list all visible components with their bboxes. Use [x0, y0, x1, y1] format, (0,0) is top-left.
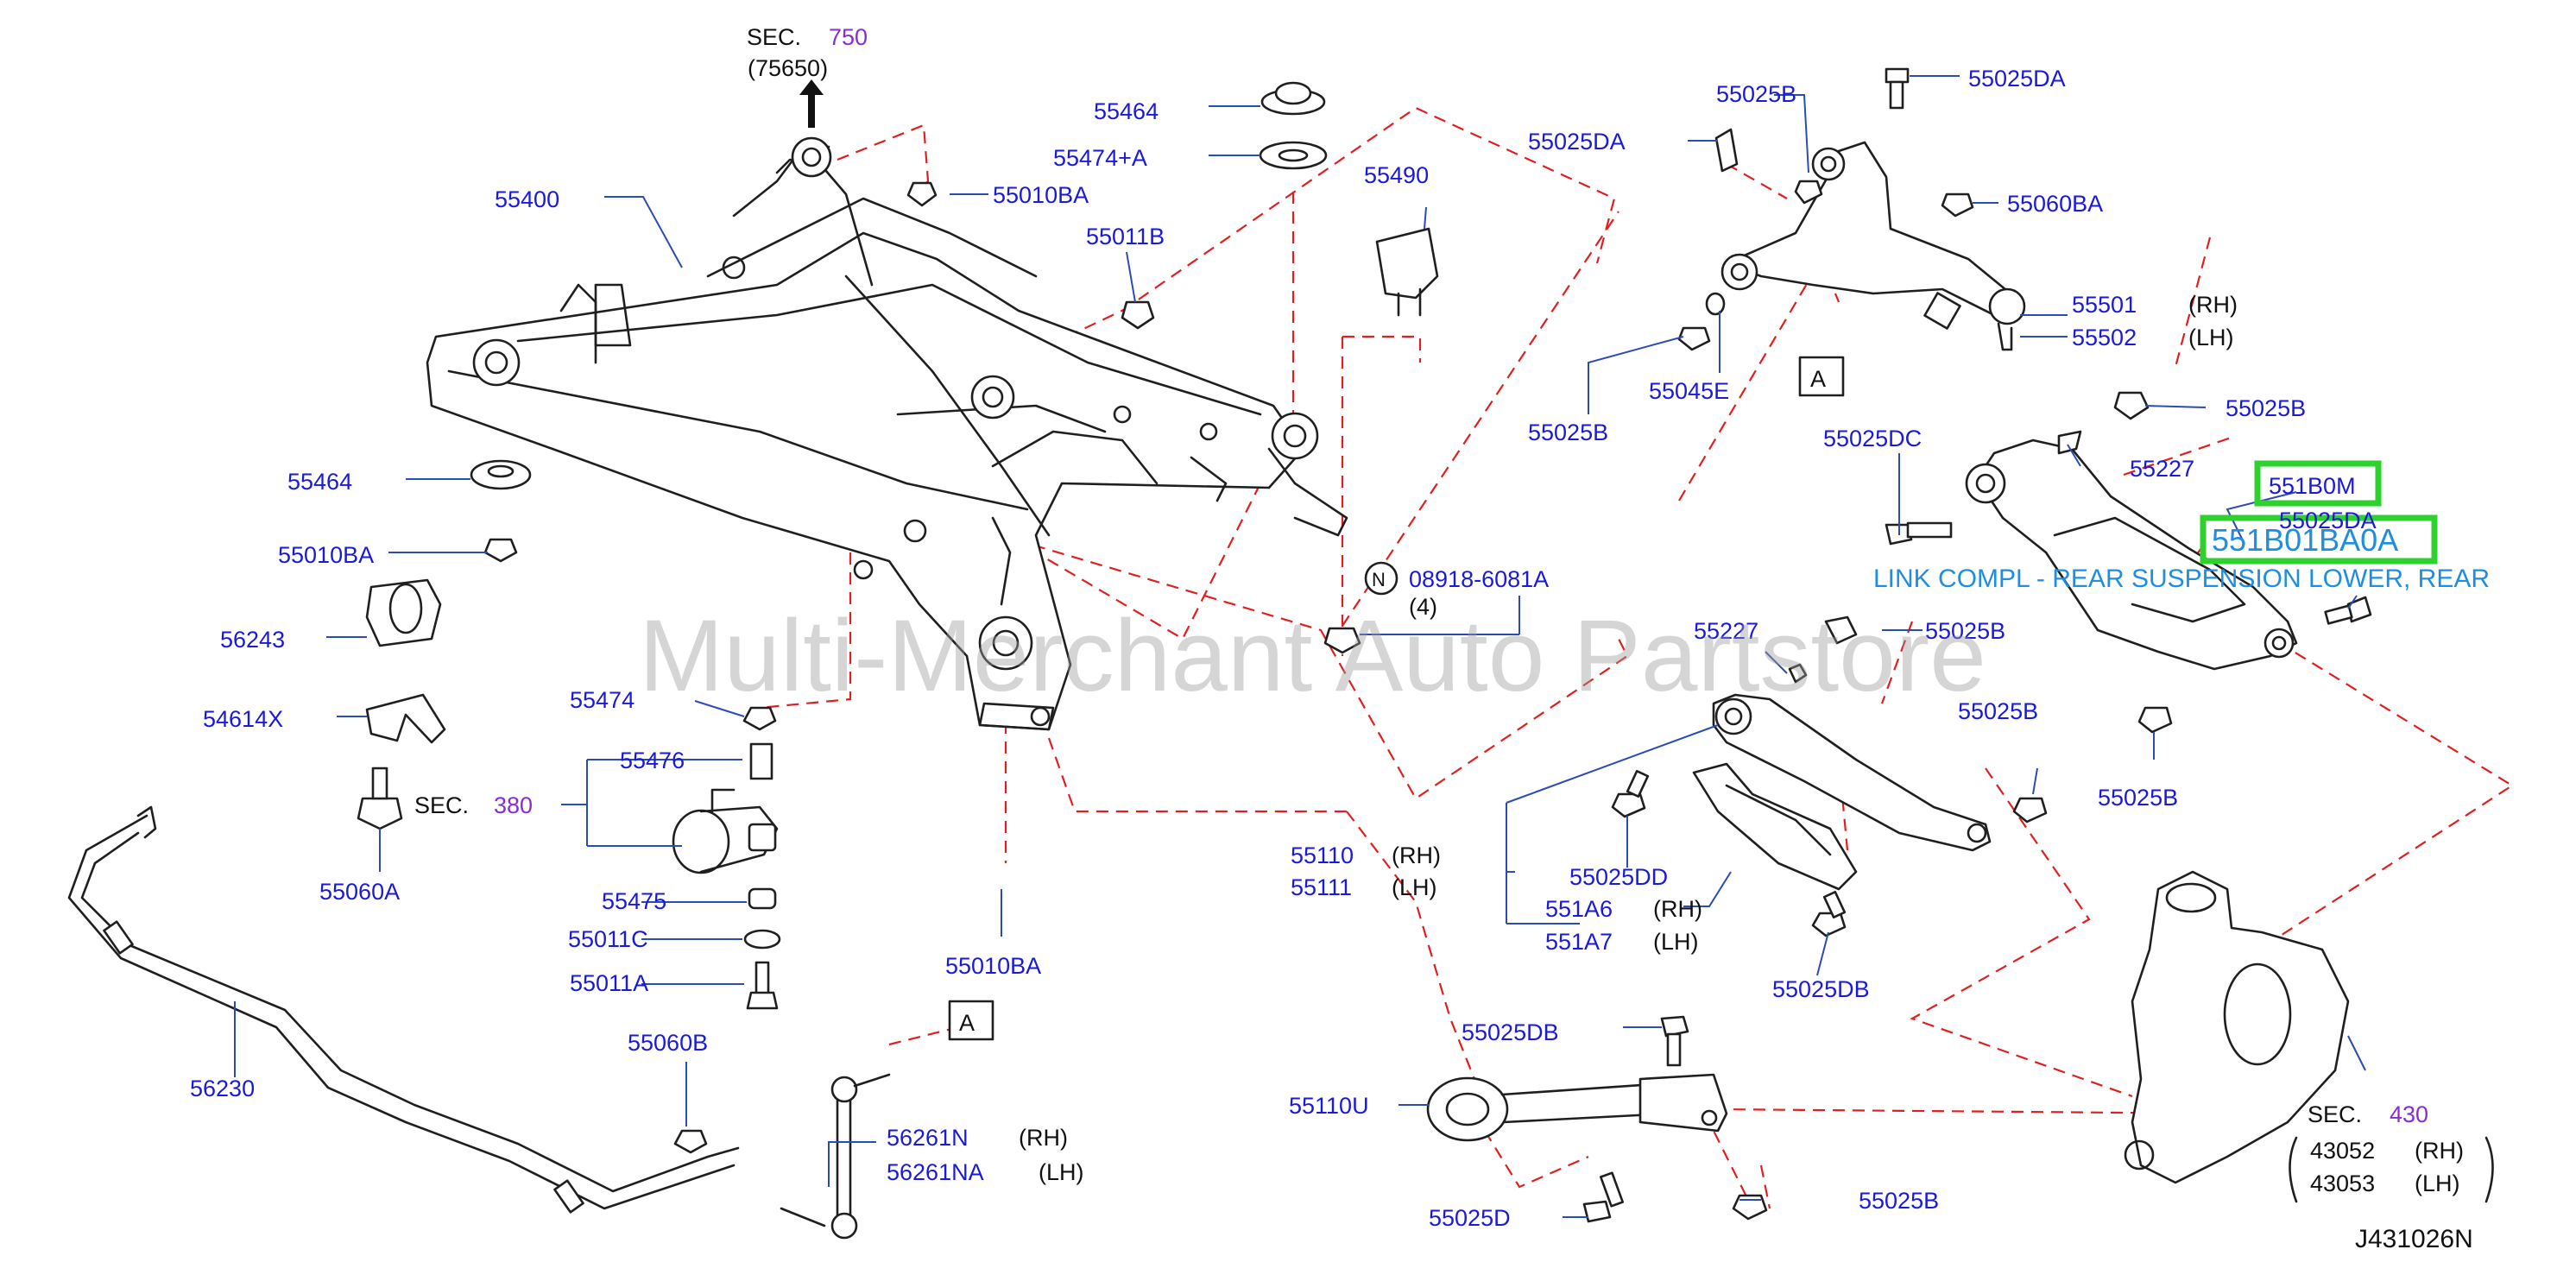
side-rh-43052: (RH) [2415, 1138, 2464, 1164]
label-55025b-right[interactable]: 55025B [1958, 698, 2038, 724]
label-43052[interactable]: 43052 [2310, 1138, 2375, 1164]
label-55025d[interactable]: 55025D [1429, 1205, 1511, 1231]
label-55111[interactable]: 55111 [1291, 874, 1352, 900]
highlight-part-number[interactable]: 551B01BA0A [2212, 522, 2398, 558]
label-55025dd[interactable]: 55025DD [1569, 864, 1668, 890]
toe-link-55110U [1426, 1015, 1768, 1223]
label-55474[interactable]: 55474 [570, 687, 635, 713]
section-label-top: SEC. [747, 24, 801, 50]
n-mark: N [1372, 569, 1386, 590]
highlight-description: LINK COMPL - REAR SUSPENSION LOWER, REAR [1873, 565, 2490, 593]
left-small-parts [357, 459, 532, 830]
label-55476[interactable]: 55476 [620, 748, 685, 773]
label-08918-6081a[interactable]: 08918-6081A [1409, 566, 1549, 592]
label-55110u[interactable]: 55110U [1289, 1093, 1369, 1119]
label-551b0m[interactable]: 551B0M [2269, 473, 2356, 499]
highlight-box-part-code [2254, 460, 2382, 507]
bracket-left [2289, 1136, 2298, 1203]
label-55501[interactable]: 55501 [2072, 292, 2137, 318]
stabilizer-link-parts [672, 706, 891, 1240]
reference-boxes [948, 356, 1845, 1041]
section-label-br: SEC. [2308, 1101, 2362, 1127]
label-55025b-arm[interactable]: 55025B [2226, 395, 2306, 421]
lower-arm-55110 [1611, 615, 2048, 937]
section-label-mid: SEC. [414, 792, 469, 818]
section-num-750: 750 [829, 24, 868, 50]
side-lh-55111: (LH) [1392, 874, 1437, 900]
side-lh-56261na: (LH) [1039, 1159, 1084, 1185]
side-rh-55501: (RH) [2188, 292, 2238, 318]
label-55060ba[interactable]: 55060BA [2007, 191, 2103, 217]
highlight-box-part-number [2200, 514, 2438, 565]
label-56261na[interactable]: 56261NA [887, 1159, 984, 1185]
label-55025b-upper[interactable]: 55025B [1528, 420, 1608, 445]
bushing-stack-55464 [906, 81, 1439, 654]
label-56230[interactable]: 56230 [190, 1076, 255, 1101]
label-55045e[interactable]: 55045E [1649, 378, 1729, 404]
label-55011a[interactable]: 55011A [570, 970, 648, 996]
watermark-text: Multi-Merchant Auto Partstore [639, 599, 1986, 713]
side-rh-551a6: (RH) [1653, 896, 1702, 922]
label-55502[interactable]: 55502 [2072, 325, 2137, 350]
label-54614x[interactable]: 54614X [203, 706, 283, 732]
label-55227-lower[interactable]: 55227 [1694, 618, 1758, 644]
label-55010ba-left[interactable]: 55010BA [278, 542, 374, 568]
axle-housing-knuckle [2124, 870, 2350, 1184]
label-55227-upper[interactable]: 55227 [2130, 456, 2194, 482]
part-labels: SEC. 750 (75650) 55400 55464 55010BA 562… [190, 24, 2494, 1253]
ref-letter-a-bottom: A [959, 1010, 975, 1036]
side-lh-551a7: (LH) [1653, 929, 1699, 955]
bracket-right [2484, 1136, 2494, 1203]
label-55025da-left[interactable]: 55025DA [1528, 129, 1626, 155]
label-56261n[interactable]: 56261N [887, 1125, 969, 1151]
label-55025db-right[interactable]: 55025DB [1772, 976, 1870, 1002]
ref-letter-a-top: A [1810, 366, 1826, 392]
n-qty: (4) [1409, 594, 1437, 620]
label-55060b[interactable]: 55060B [628, 1030, 708, 1056]
label-55025dc[interactable]: 55025DC [1823, 426, 1922, 451]
side-lh-55502: (LH) [2188, 325, 2234, 350]
section-sub-75650: (75650) [748, 55, 828, 81]
label-55025b-bottom[interactable]: 55025B [1859, 1188, 1939, 1214]
label-55490[interactable]: 55490 [1364, 162, 1429, 188]
label-55400[interactable]: 55400 [495, 186, 559, 212]
ref-box-a-top [1798, 356, 1845, 397]
section-num-430: 430 [2390, 1101, 2428, 1127]
side-rh-56261n: (RH) [1019, 1125, 1068, 1151]
label-55010ba-bottom[interactable]: 55010BA [945, 953, 1041, 979]
subframe-drawing [426, 136, 1348, 731]
label-55025b-top[interactable]: 55025B [1716, 81, 1796, 107]
lower-rear-link-551B0 [1885, 391, 2372, 734]
diagram-id: J431026N [2355, 1225, 2473, 1253]
side-rh-55110: (RH) [1392, 842, 1441, 868]
label-43053[interactable]: 43053 [2310, 1171, 2375, 1196]
leader-lines [234, 75, 2366, 1218]
label-55025da-arm[interactable]: 55025DA [2279, 508, 2377, 533]
label-55475[interactable]: 55475 [602, 888, 666, 914]
label-55011c[interactable]: 55011C [568, 926, 648, 952]
label-55110[interactable]: 55110 [1291, 842, 1354, 868]
section-num-380: 380 [494, 792, 533, 818]
side-lh-43053: (LH) [2415, 1171, 2460, 1196]
label-551a7[interactable]: 551A7 [1545, 929, 1613, 955]
stabilizer-bar-56230 [67, 805, 740, 1214]
ref-box-a-bottom [948, 1000, 994, 1041]
label-55025b-lowright[interactable]: 55025B [2098, 785, 2178, 811]
label-55025b-mid[interactable]: 55025B [1925, 618, 2005, 644]
label-55025db-left[interactable]: 55025DB [1462, 1019, 1559, 1045]
label-55464-left[interactable]: 55464 [287, 469, 352, 495]
label-55464-top[interactable]: 55464 [1094, 98, 1159, 124]
label-55060a[interactable]: 55060A [319, 879, 400, 905]
label-56243[interactable]: 56243 [220, 627, 285, 653]
label-55474a[interactable]: 55474+A [1053, 145, 1147, 171]
label-55011b[interactable]: 55011B [1086, 224, 1165, 249]
upper-arm-55501 [1677, 67, 2026, 351]
n-mark-circle [1364, 561, 1398, 596]
section-750-arrow [799, 79, 824, 128]
label-551a6[interactable]: 551A6 [1545, 896, 1613, 922]
label-55010ba-top[interactable]: 55010BA [993, 182, 1089, 208]
label-55025da-top[interactable]: 55025DA [1968, 66, 2066, 92]
